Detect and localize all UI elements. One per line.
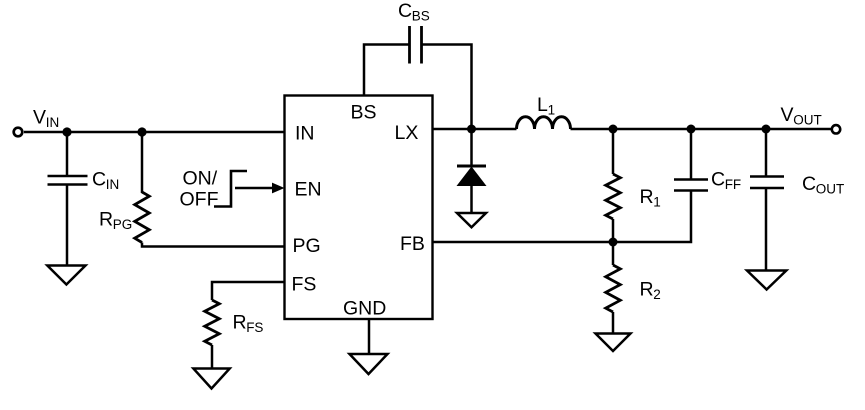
- svg-text:R: R: [233, 312, 247, 334]
- svg-text:FF: FF: [725, 177, 742, 192]
- svg-text:V: V: [781, 104, 794, 126]
- svg-text:C: C: [92, 169, 106, 191]
- svg-text:C: C: [711, 169, 725, 191]
- svg-text:BS: BS: [351, 102, 377, 124]
- svg-text:IN: IN: [106, 177, 120, 192]
- svg-text:FS: FS: [246, 320, 263, 335]
- svg-text:1: 1: [653, 195, 661, 210]
- svg-text:2: 2: [653, 287, 661, 302]
- svg-text:IN: IN: [46, 115, 60, 130]
- svg-text:C: C: [802, 173, 816, 195]
- svg-text:FS: FS: [292, 274, 317, 296]
- svg-text:L: L: [537, 94, 548, 116]
- svg-text:R: R: [640, 279, 654, 301]
- svg-text:PG: PG: [113, 217, 133, 232]
- svg-text:R: R: [99, 209, 113, 231]
- svg-text:OFF: OFF: [180, 189, 219, 211]
- svg-text:V: V: [33, 107, 46, 129]
- svg-text:C: C: [398, 0, 412, 22]
- svg-text:IN: IN: [295, 123, 315, 145]
- svg-text:BS: BS: [412, 9, 430, 24]
- svg-text:OUT: OUT: [793, 113, 822, 128]
- svg-text:PG: PG: [293, 235, 321, 257]
- svg-text:FB: FB: [400, 233, 425, 255]
- svg-text:GND: GND: [343, 298, 386, 320]
- svg-text:EN: EN: [295, 179, 322, 201]
- svg-text:OUT: OUT: [816, 182, 845, 197]
- svg-text:R: R: [640, 186, 654, 208]
- svg-text:1: 1: [548, 103, 556, 118]
- svg-text:LX: LX: [395, 122, 419, 144]
- svg-text:ON/: ON/: [183, 168, 218, 190]
